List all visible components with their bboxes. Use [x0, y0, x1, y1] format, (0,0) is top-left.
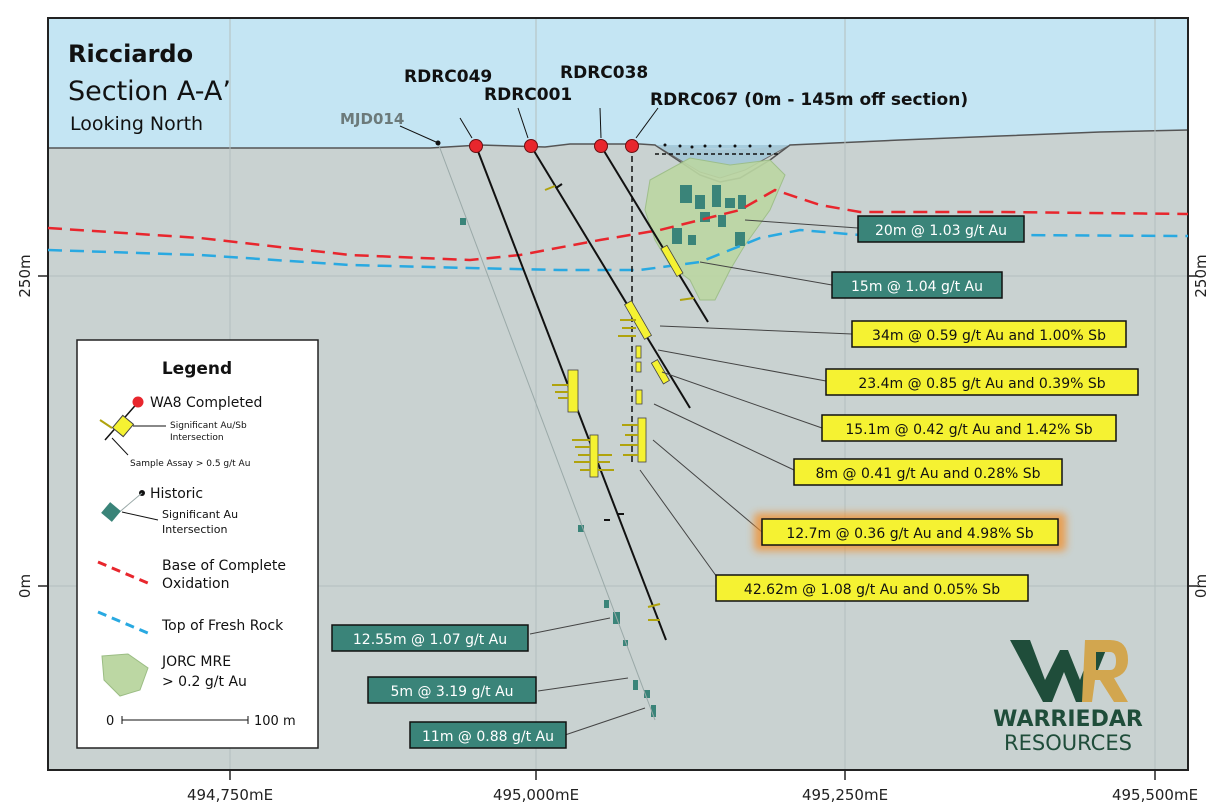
rdrc038-collar: [594, 139, 608, 153]
legend-sig-ausb-1: Significant Au/Sb: [170, 421, 247, 431]
legend-wa8-collar: [132, 396, 144, 408]
sky-area: [48, 18, 1188, 148]
callout-text: 11m @ 0.88 g/t Au: [422, 729, 554, 745]
legend-boco-2: Oxidation: [162, 576, 229, 592]
callout-5m: 5m @ 3.19 g/t Au: [367, 676, 537, 704]
label-rdrc067: RDRC067 (0m - 145m off section): [650, 90, 968, 110]
logo-name-2: RESOURCES: [1004, 731, 1132, 755]
warriedar-logo: WARRIEDAR RESOURCES: [993, 640, 1143, 755]
minor-marks: [555, 183, 624, 521]
boco-line: [47, 188, 1189, 262]
rdrc067-collar: [625, 139, 639, 153]
label-rdrc049: RDRC049: [404, 67, 492, 87]
callout-12-7m-highlight: 12.7m @ 0.36 g/t Au and 4.98% Sb: [754, 513, 1066, 551]
legend-sig-au-2: Intersection: [162, 523, 227, 536]
legend-boco-1: Base of Complete: [162, 558, 286, 574]
label-rdrc001: RDRC001: [484, 85, 572, 105]
legend-title: Legend: [162, 359, 232, 379]
x-tick-label: 495,000mE: [493, 786, 579, 804]
legend-scale-end: 100 m: [254, 714, 296, 729]
historic-intersections: [460, 185, 746, 717]
callout-20m: 20m @ 1.03 g/t Au: [857, 215, 1025, 243]
callout-text: 12.7m @ 0.36 g/t Au and 4.98% Sb: [786, 526, 1033, 542]
legend-scale-start: 0: [106, 714, 114, 729]
mjd014-collar: [435, 140, 441, 146]
legend-sample-assay: Sample Assay > 0.5 g/t Au: [130, 459, 250, 469]
mjd014-trace: [437, 142, 656, 721]
callout-text: 5m @ 3.19 g/t Au: [390, 684, 513, 700]
y-tick-label-right: 250m: [1192, 254, 1210, 297]
x-tick-label: 494,750mE: [187, 786, 273, 804]
title-section: Section A-A’: [68, 76, 231, 107]
sample-assay-ticks: [544, 185, 695, 621]
callout-text: 12.55m @ 1.07 g/t Au: [353, 632, 507, 648]
callout-8m: 8m @ 0.41 g/t Au and 0.28% Sb: [793, 458, 1063, 486]
callout-leaders: [529, 219, 859, 736]
legend: Legend WA8 Completed Significant Au/Sb I…: [76, 339, 319, 749]
x-tick-label: 495,250mE: [802, 786, 888, 804]
callout-text: 34m @ 0.59 g/t Au and 1.00% Sb: [872, 328, 1106, 344]
callout-23m: 23.4m @ 0.85 g/t Au and 0.39% Sb: [825, 368, 1139, 396]
legend-historic-label: Historic: [150, 486, 203, 502]
legend-tofr-line: [97, 610, 151, 636]
callout-text: 42.62m @ 1.08 g/t Au and 0.05% Sb: [744, 582, 1000, 598]
callout-42m: 42.62m @ 1.08 g/t Au and 0.05% Sb: [715, 574, 1029, 602]
legend-tofr-label: Top of Fresh Rock: [161, 618, 284, 634]
hole-label-arrows: [399, 107, 659, 143]
legend-jorc-2: > 0.2 g/t Au: [162, 674, 247, 690]
callout-text: 20m @ 1.03 g/t Au: [875, 223, 1007, 239]
y-tick-label-left: 250m: [16, 254, 34, 297]
axis-ticks: [38, 275, 1198, 780]
y-tick-label-right: 0m: [1192, 574, 1210, 598]
callout-34m: 34m @ 0.59 g/t Au and 1.00% Sb: [851, 320, 1127, 348]
new-intersections: [567, 244, 684, 478]
logo-r-mark: [1082, 640, 1128, 702]
callout-15m: 15m @ 1.04 g/t Au: [831, 271, 1003, 299]
rdrc001-collar: [524, 139, 538, 153]
x-tick-label: 495,500mE: [1112, 786, 1198, 804]
legend-sig-ausb-2: Intersection: [170, 433, 224, 443]
legend-wa8-label: WA8 Completed: [150, 395, 262, 411]
callout-text: 8m @ 0.41 g/t Au and 0.28% Sb: [816, 466, 1041, 482]
legend-jorc-1: JORC MRE: [161, 654, 231, 670]
logo-name-1: WARRIEDAR: [993, 707, 1143, 732]
title-name: Ricciardo: [68, 40, 193, 68]
y-tick-label-left: 0m: [16, 574, 34, 598]
callout-text: 23.4m @ 0.85 g/t Au and 0.39% Sb: [858, 376, 1105, 392]
title-looking: Looking North: [70, 113, 203, 135]
legend-sig-au-1: Significant Au: [162, 508, 238, 521]
map-frame: [47, 17, 1189, 771]
callout-text: 15.1m @ 0.42 g/t Au and 1.42% Sb: [845, 422, 1092, 438]
callout-15-1m: 15.1m @ 0.42 g/t Au and 1.42% Sb: [821, 414, 1117, 442]
legend-jorc-shape: [101, 653, 149, 697]
legend-boco-line: [97, 560, 151, 586]
historic-collar-dots: [663, 143, 772, 149]
callout-text: 15m @ 1.04 g/t Au: [851, 279, 983, 295]
label-mjd014: MJD014: [340, 110, 404, 128]
legend-ausb-box: [111, 414, 135, 438]
legend-historic-box: [101, 502, 121, 522]
label-rdrc038: RDRC038: [560, 63, 648, 83]
rdrc049-collar: [469, 139, 483, 153]
callout-11m: 11m @ 0.88 g/t Au: [409, 721, 567, 749]
callout-12-55m: 12.55m @ 1.07 g/t Au: [331, 624, 529, 652]
